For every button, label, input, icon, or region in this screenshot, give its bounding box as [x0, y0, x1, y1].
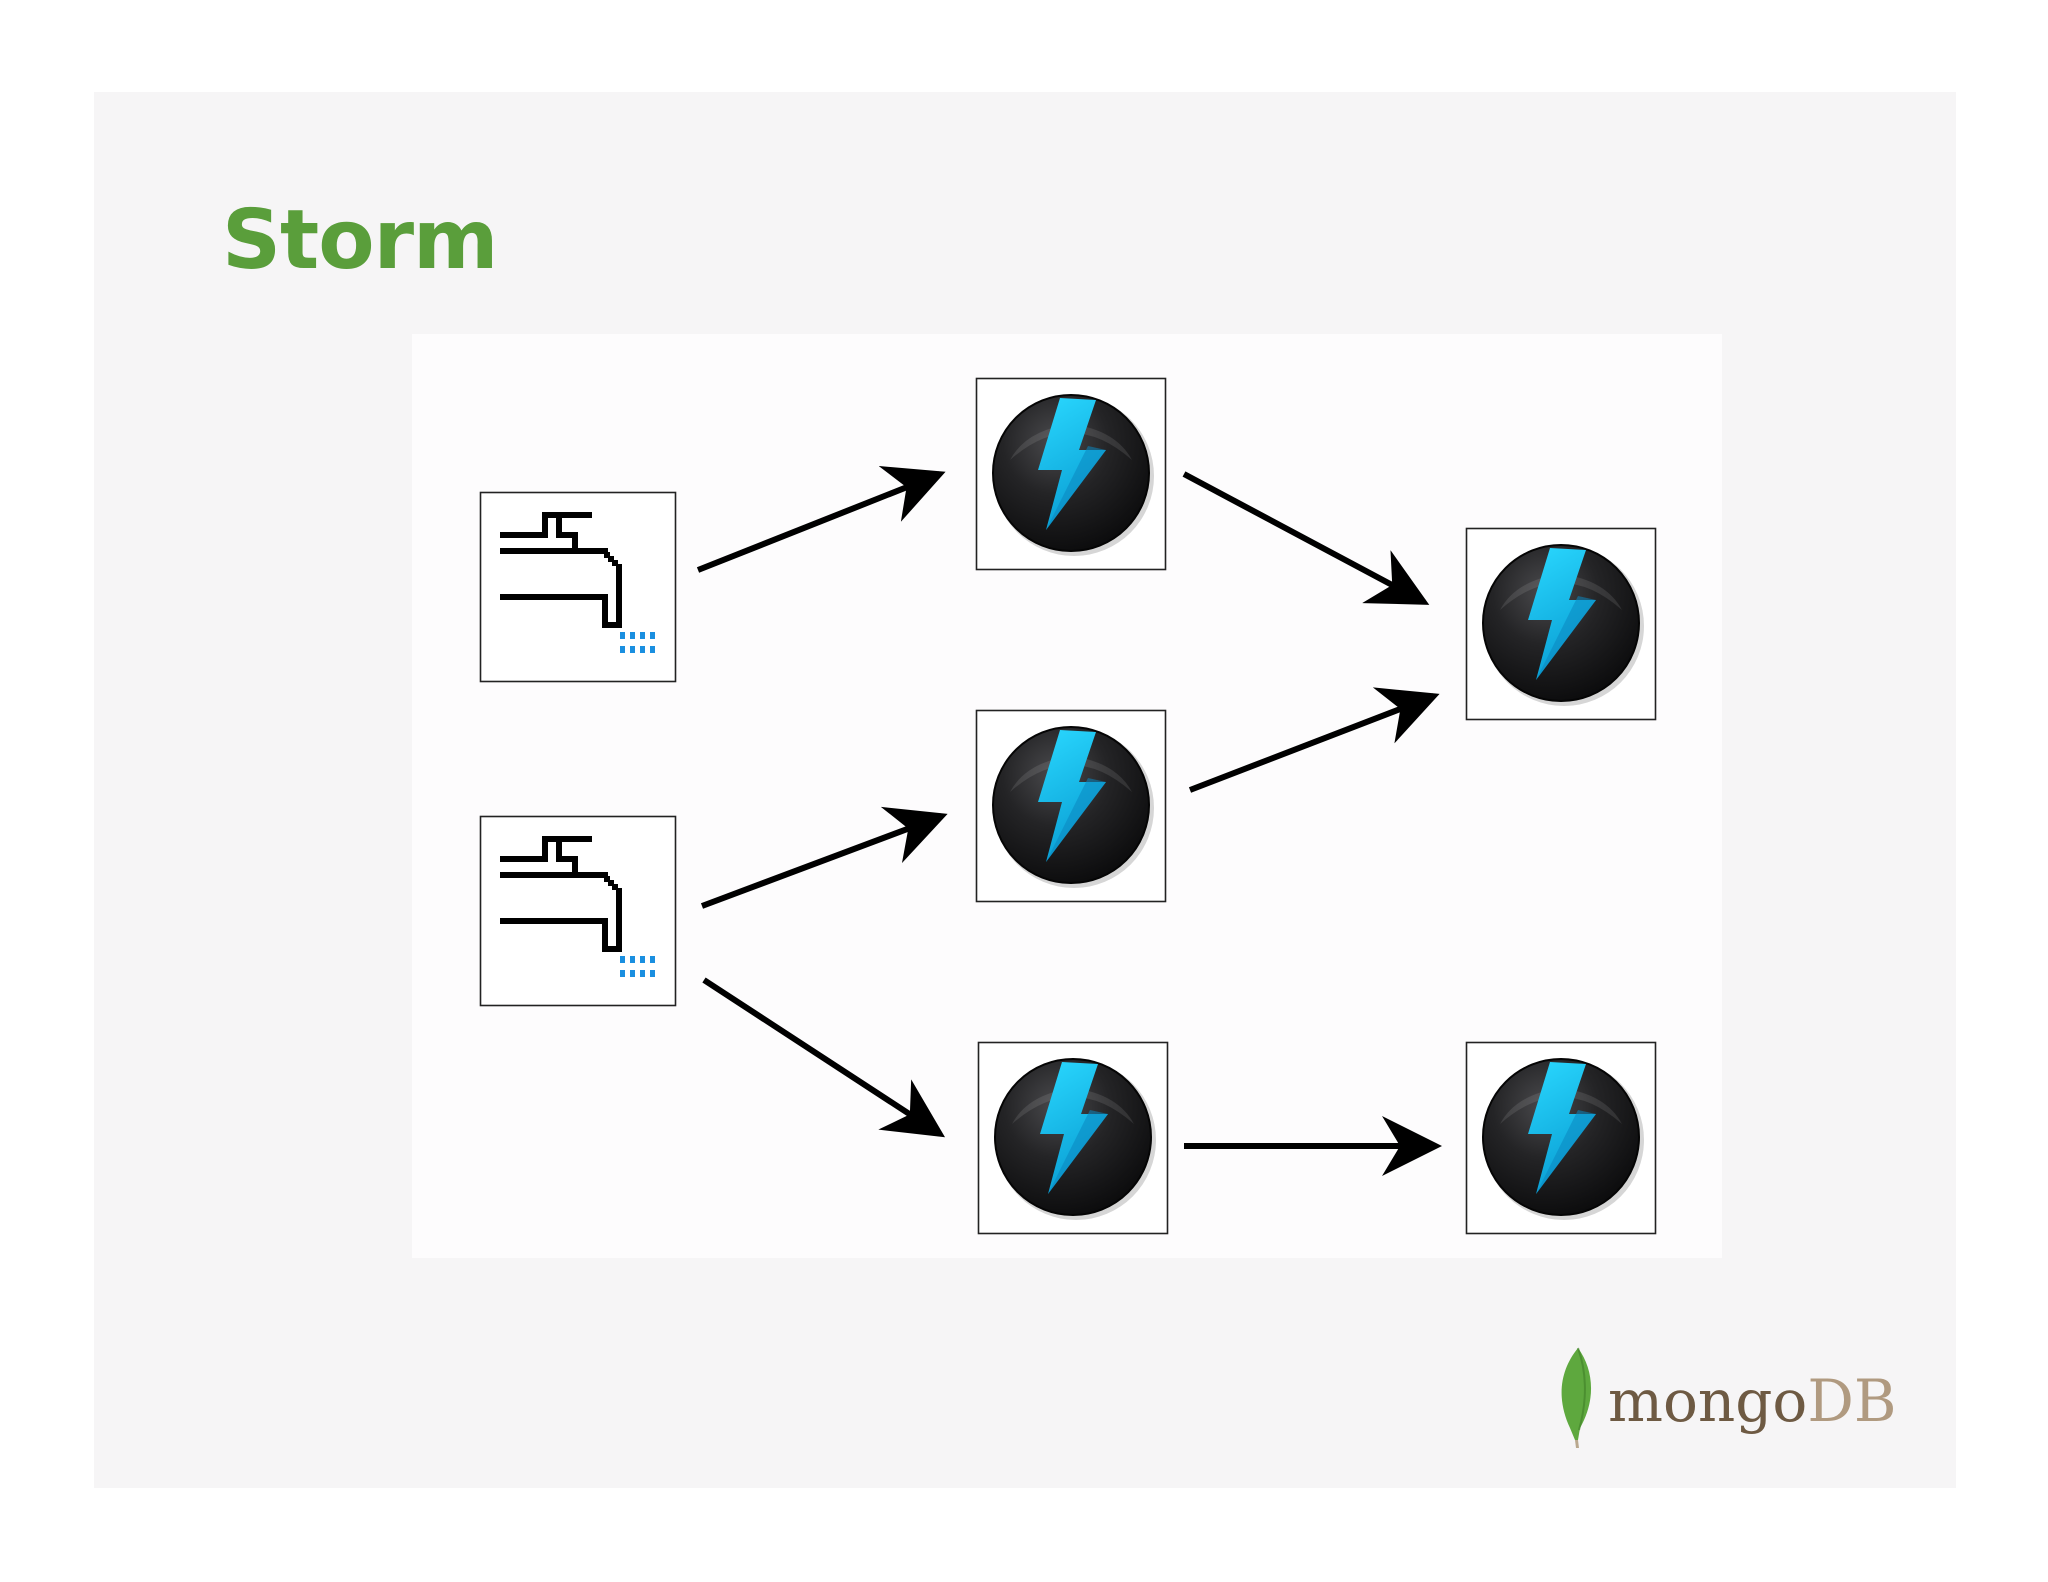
lightning-bolt-icon [977, 1041, 1169, 1235]
edge-spout1-bolt1 [696, 466, 946, 573]
lightning-bolt-icon [975, 709, 1167, 903]
mongodb-logo: mongoDB [1548, 1340, 1896, 1450]
lightning-bolt-icon [975, 377, 1167, 571]
logo-wordmark-db: DB [1807, 1367, 1897, 1435]
edge-bolt2-bolt4 [1188, 687, 1440, 793]
edge-spout2-bolt3 [702, 977, 946, 1138]
diagram-panel [412, 334, 1722, 1258]
faucet-icon [479, 491, 677, 683]
logo-wordmark-mongo: mongo [1608, 1367, 1808, 1435]
lightning-bolt-icon [1465, 527, 1657, 721]
lightning-bolt-icon [1465, 1041, 1657, 1235]
leaf-icon [1561, 1347, 1592, 1448]
edges [696, 466, 1442, 1176]
edge-bolt1-bolt4 [1182, 471, 1430, 605]
slide-title: Storm [222, 193, 498, 288]
faucet-icon [479, 815, 677, 1007]
logo-wordmark: mongoDB [1608, 1372, 1896, 1430]
topology-diagram [479, 377, 1657, 1235]
edge-spout2-bolt2 [700, 806, 948, 909]
